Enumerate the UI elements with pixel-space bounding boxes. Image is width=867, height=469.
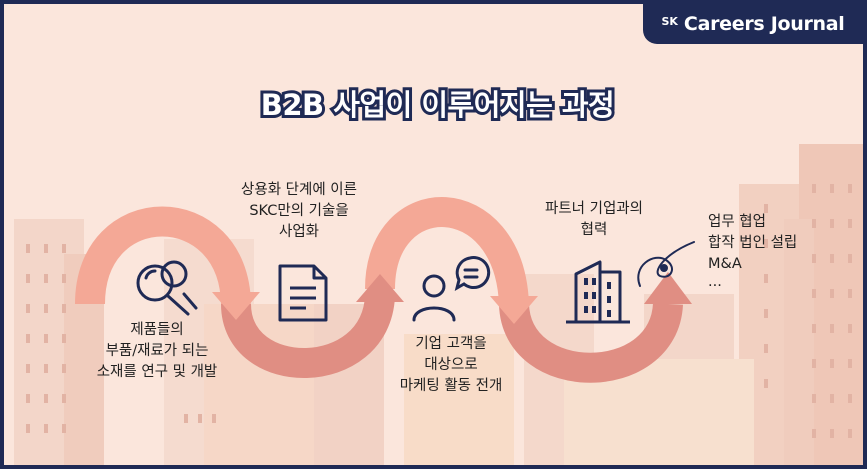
step-2-line-3: 사업화: [278, 224, 320, 240]
brand-sk-logo: SK: [661, 14, 678, 28]
step-5-label: 업무 협업 합작 법인 설립 M&A ...: [708, 212, 838, 289]
flow-arrow-arc-1: [75, 206, 251, 305]
process-flow-diagram: [75, 197, 695, 383]
handshake-line-icon: [637, 241, 695, 287]
step-2-line-1: 상용화 단계에 이른: [241, 182, 357, 198]
customer-chat-icon: [412, 256, 491, 322]
step-1-line-3: 소재를 연구 및 개발: [96, 364, 218, 380]
step-3-line-3: 마케팅 활동 전개: [399, 378, 503, 394]
step-5-line-4: ...: [708, 274, 722, 290]
flow-arrowhead-down-1: [212, 292, 260, 320]
step-5-line-2: 합작 법인 설립: [708, 235, 798, 251]
brand-name: Careers Journal: [683, 13, 845, 35]
step-4-label: 파트너 기업과의 협력: [524, 199, 664, 241]
step-5-line-3: M&A: [708, 256, 742, 272]
magnifier-icon: [136, 260, 198, 316]
step-1-line-1: 제품들의: [130, 322, 184, 338]
flow-arrowhead-up-2: [356, 274, 404, 302]
flow-arrow-arc-4: [499, 302, 683, 383]
step-2-label: 상용화 단계에 이른 SKC만의 기술을 사업화: [214, 180, 384, 243]
step-5-line-1: 업무 협업: [708, 214, 766, 230]
flow-arrowhead-down-3: [490, 296, 538, 324]
step-3-line-2: 대상으로: [424, 357, 478, 373]
flow-arrow-arc-2: [221, 294, 395, 378]
building-icon: [566, 260, 630, 324]
step-2-line-2: SKC만의 기술을: [249, 203, 349, 219]
step-3-label: 기업 고객을 대상으로 마케팅 활동 전개: [376, 334, 526, 397]
step-3-line-1: 기업 고객을: [415, 336, 487, 352]
page-title: B2B 사업이 이루어지는 과정: [258, 85, 618, 125]
step-4-line-2: 협력: [580, 222, 608, 238]
flow-arrowhead-up-4: [644, 272, 692, 304]
step-1-label: 제품들의 부품/재료가 되는 소재를 연구 및 개발: [82, 320, 232, 383]
step-4-line-1: 파트너 기업과의: [545, 201, 643, 217]
brand-badge: SK Careers Journal: [643, 4, 863, 44]
flow-arrow-arc-3: [365, 197, 529, 306]
step-1-line-2: 부품/재료가 되는: [105, 343, 209, 359]
document-icon: [278, 264, 328, 322]
